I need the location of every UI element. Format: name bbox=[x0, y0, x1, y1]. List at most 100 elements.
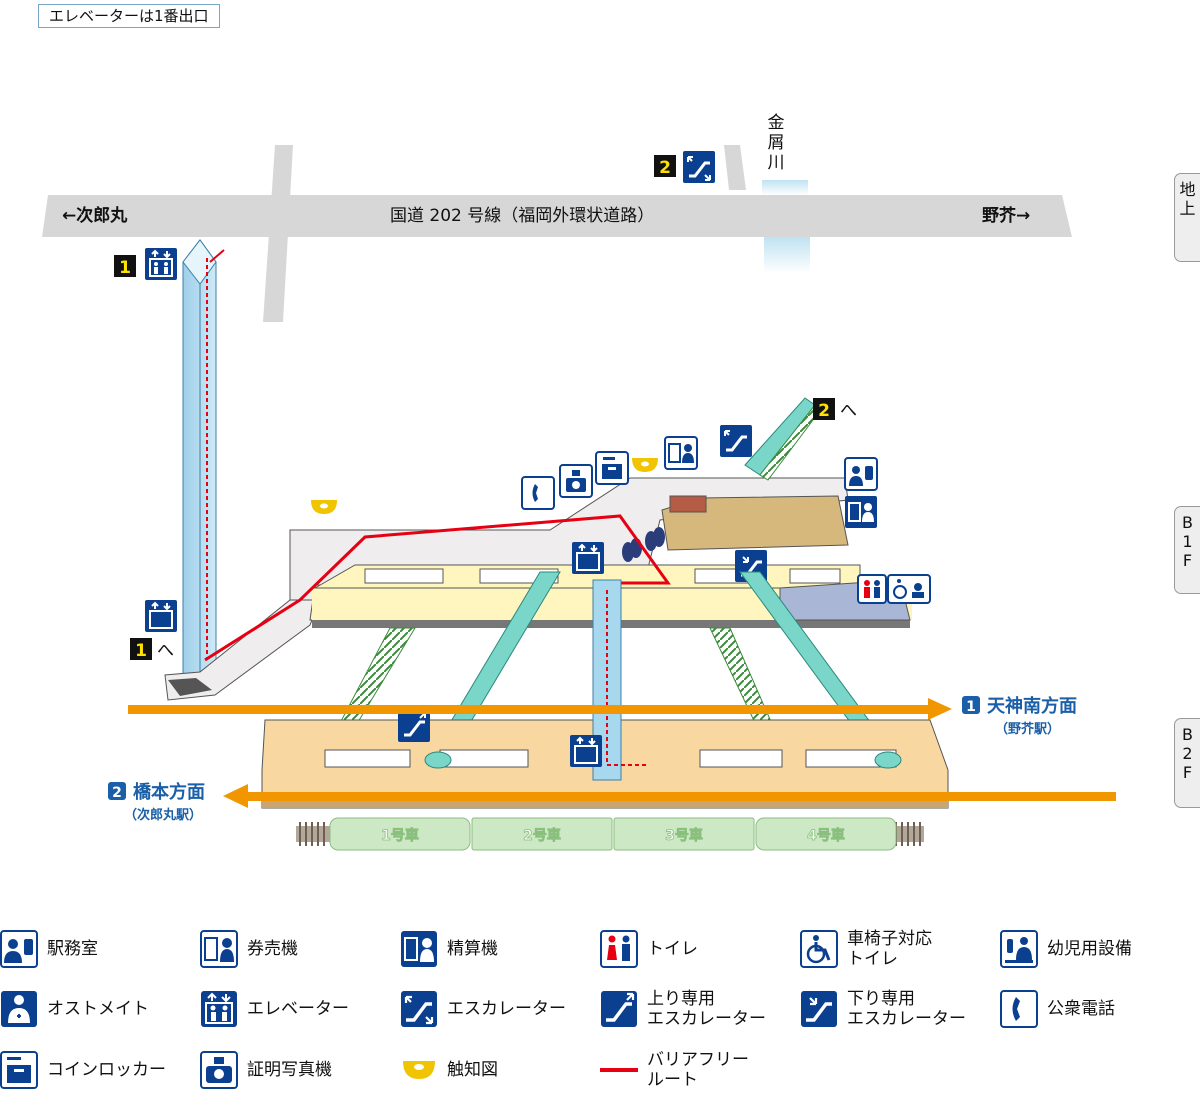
legend-item: 幼児用設備 bbox=[1000, 928, 1132, 970]
legend-item: エスカレーター bbox=[400, 988, 566, 1030]
legend-item: 公衆電話 bbox=[1000, 988, 1115, 1030]
road-name: 国道 202 号線（福岡外環状道路） bbox=[390, 206, 654, 226]
b1f-photo-booth-icon bbox=[559, 464, 593, 498]
exit-2-ground-escalator-icon bbox=[683, 151, 715, 183]
b1f-center-elevator-icon bbox=[572, 542, 604, 574]
road-right-direction: 野芥→ bbox=[982, 206, 1030, 226]
b1f-phone-icon bbox=[521, 476, 555, 510]
direction-arrow-platform1 bbox=[128, 705, 930, 714]
legend: 駅務室 券売機 精算機 トイレ 車椅子対応 トイレ 幼児用設備オストメイト エレベーター エス… bbox=[0, 928, 1200, 1095]
exit-1-ground-num: 1 bbox=[119, 258, 131, 278]
phone-icon bbox=[1000, 990, 1038, 1028]
legend-item: 触知図 bbox=[400, 1049, 498, 1091]
river-name: 金屑川 bbox=[768, 113, 785, 173]
train-car: 4号車 bbox=[755, 817, 897, 851]
train-car: 2号車 bbox=[471, 817, 613, 851]
platform1-direction: 天神南方面 bbox=[987, 695, 1077, 717]
legend-item: エレベーター bbox=[200, 988, 349, 1030]
train-car: 3号車 bbox=[613, 817, 755, 851]
elevator-exit-note: エレベーターは1番出口 bbox=[38, 4, 220, 28]
b1f-tactile-map-icon-west bbox=[311, 500, 337, 514]
photo-booth-icon bbox=[200, 1051, 238, 1089]
train: 1号車 2号車 3号車 4号車 bbox=[296, 817, 924, 851]
b1f-elevator-icon bbox=[145, 600, 177, 632]
legend-label: エスカレーター bbox=[447, 999, 566, 1019]
platform2-num: 2 bbox=[112, 785, 122, 801]
platform1-num: 1 bbox=[966, 699, 976, 715]
toilet-icon bbox=[600, 930, 638, 968]
up-escalator-icon bbox=[600, 990, 638, 1028]
b1f-station-office-icon bbox=[844, 457, 878, 491]
direction-arrow-platform2 bbox=[246, 792, 1116, 801]
legend-item: 下り専用 エスカレーター bbox=[800, 988, 966, 1030]
exit-2-ground-badge bbox=[654, 155, 676, 177]
tactile-map-icon bbox=[400, 1051, 438, 1089]
fare-adjustment-icon bbox=[400, 930, 438, 968]
legend-item: 証明写真機 bbox=[200, 1049, 332, 1091]
exit-2-num: 2 bbox=[818, 401, 830, 421]
exit-1-direction: へ bbox=[157, 641, 174, 661]
legend-item: バリアフリー ルート bbox=[600, 1049, 749, 1091]
exit-1-stairs bbox=[168, 678, 212, 696]
exit-2-ground-num: 2 bbox=[659, 158, 671, 178]
legend-label: 触知図 bbox=[447, 1060, 498, 1080]
baby-care-icon bbox=[1000, 930, 1038, 968]
b1f-escalator-icon bbox=[720, 425, 752, 457]
b1f-ticket-machine-icon bbox=[664, 436, 698, 470]
train-car: 1号車 bbox=[329, 817, 471, 851]
legend-label: 幼児用設備 bbox=[1047, 939, 1132, 959]
legend-item: 上り専用 エスカレーター bbox=[600, 988, 766, 1030]
legend-label: バリアフリー ルート bbox=[647, 1050, 749, 1090]
legend-label: 車椅子対応 トイレ bbox=[847, 929, 932, 969]
barrier-free-route-icon bbox=[600, 1051, 640, 1089]
legend-item: トイレ bbox=[600, 928, 698, 970]
legend-label: エレベーター bbox=[247, 999, 349, 1019]
legend-label: 証明写真機 bbox=[247, 1060, 332, 1080]
exit-1-num: 1 bbox=[135, 641, 147, 661]
legend-item: 車椅子対応 トイレ bbox=[800, 928, 932, 970]
b1f-tactile-map-icon bbox=[632, 458, 658, 472]
legend-label: 券売機 bbox=[247, 939, 298, 959]
b2f-up-escalator-icon bbox=[398, 710, 430, 742]
floor-tab-0: 地上 bbox=[1174, 173, 1200, 262]
elevator-icon bbox=[200, 990, 238, 1028]
legend-item: 券売機 bbox=[200, 928, 298, 970]
exit-1-ground-elevator-icon bbox=[145, 248, 177, 280]
side-road bbox=[263, 145, 293, 322]
legend-label: 下り専用 エスカレーター bbox=[847, 989, 966, 1029]
legend-label: オストメイト bbox=[47, 999, 149, 1019]
coin-locker-icon bbox=[0, 1051, 38, 1089]
road-national-202 bbox=[42, 195, 1072, 237]
platform2-next-station: （次郎丸駅） bbox=[124, 807, 202, 823]
road-left-direction: ←次郎丸 bbox=[62, 205, 128, 226]
train-car-label: 3号車 bbox=[665, 827, 703, 844]
station-office-door bbox=[669, 495, 707, 513]
legend-item: オストメイト bbox=[0, 988, 149, 1030]
legend-item: 精算機 bbox=[400, 928, 498, 970]
customer-service-icon bbox=[0, 990, 38, 1028]
platform1-next-station: （野芥駅） bbox=[995, 721, 1060, 737]
wheelchair-icon bbox=[800, 930, 838, 968]
river-road bbox=[724, 145, 746, 190]
station-office-icon bbox=[0, 930, 38, 968]
legend-item: 駅務室 bbox=[0, 928, 98, 970]
train-car-label: 1号車 bbox=[381, 827, 419, 844]
legend-label: 公衆電話 bbox=[1047, 999, 1115, 1019]
legend-label: コインロッカー bbox=[47, 1060, 166, 1080]
legend-label: 精算機 bbox=[447, 939, 498, 959]
legend-item: コインロッカー bbox=[0, 1049, 166, 1091]
station-map: ←次郎丸 国道 202 号線（福岡外環状道路） 野芥→ 金屑川 2 1 bbox=[42, 113, 1116, 851]
ticket-machine-icon bbox=[200, 930, 238, 968]
barrier-free-route-b1f bbox=[204, 514, 671, 662]
b1f-toilet-icons bbox=[857, 574, 931, 604]
legend-label: トイレ bbox=[647, 939, 698, 959]
down-escalator-icon bbox=[800, 990, 838, 1028]
river-lower bbox=[764, 237, 810, 273]
train-car-label: 4号車 bbox=[807, 827, 845, 844]
platform2-direction: 橋本方面 bbox=[133, 781, 205, 803]
escalator-icon bbox=[400, 990, 438, 1028]
b1f-fare-adjustment-icon bbox=[845, 496, 877, 528]
b1f-coin-locker-icon bbox=[595, 451, 629, 485]
b2f-elevator-icon bbox=[570, 735, 602, 767]
